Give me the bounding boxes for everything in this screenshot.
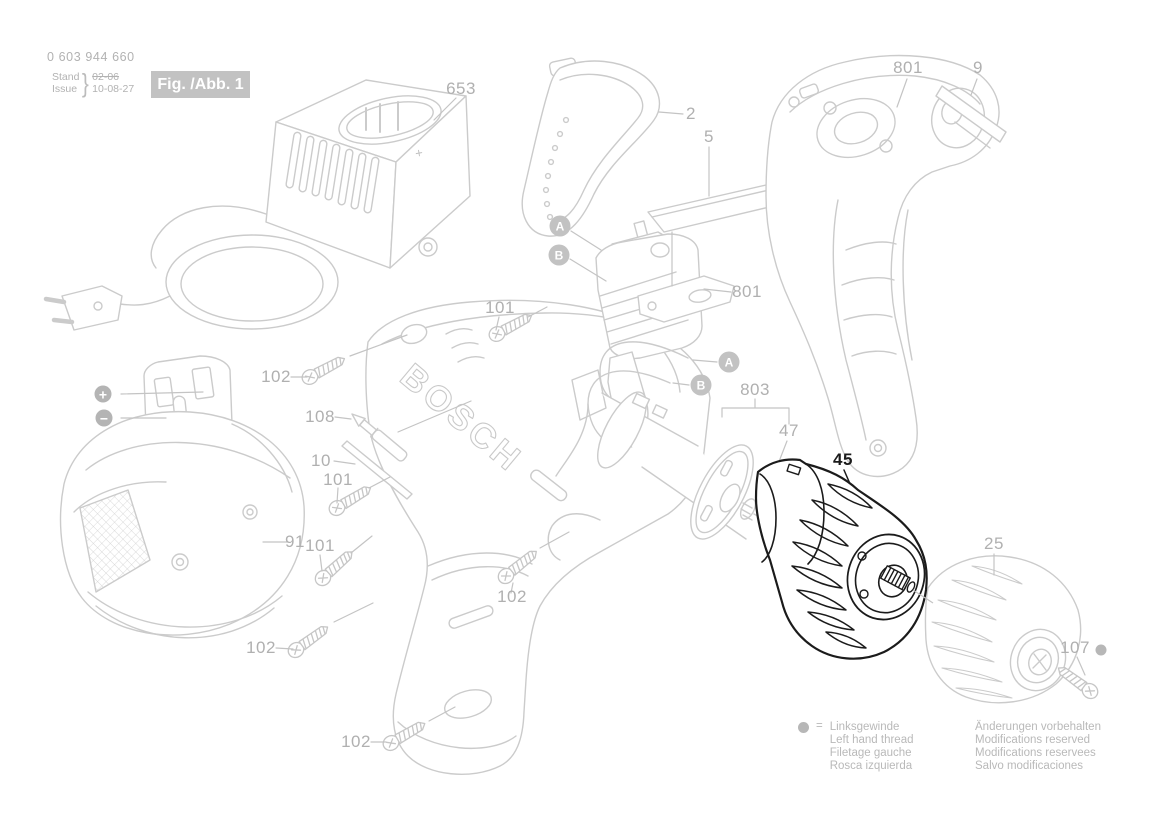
spindle-drawing xyxy=(880,565,911,592)
gearbox-drawing-highlighted xyxy=(754,458,928,660)
revision-new-date: 10-08-27 xyxy=(92,83,135,95)
left-hand-thread-dot-icon xyxy=(798,722,809,733)
screw-107-drawing xyxy=(1053,661,1102,703)
battery-plus-badge: + xyxy=(94,385,112,403)
revision-block: Stand Issue } 02-06 10-08-27 xyxy=(52,68,135,98)
callout-housing-right[interactable]: 801 xyxy=(893,58,923,77)
callout-switch[interactable]: 801 xyxy=(732,282,762,301)
callout-name-plate[interactable]: 9 xyxy=(973,58,983,77)
housing-left-drawing: BOSCH xyxy=(365,299,711,775)
revision-old-date: 02-06 xyxy=(92,71,119,83)
legend-modifications-line: Änderungen vorbehalten xyxy=(975,721,1101,733)
equals-sign: = xyxy=(816,720,823,732)
callout-chuck-screw[interactable]: 107 xyxy=(1060,638,1090,657)
depth-rod-drawing xyxy=(341,440,413,500)
housing-right-drawing xyxy=(765,54,1007,478)
motor-bracket xyxy=(721,398,790,425)
name-plate-drawing xyxy=(935,85,1007,143)
revision-brace: } xyxy=(82,68,90,98)
belt-clip-drawing xyxy=(521,57,661,237)
screw-102-left-drawing xyxy=(284,620,333,662)
switch-assembly-drawing xyxy=(571,220,735,437)
screwdriver-bit-drawing xyxy=(351,413,408,462)
callout-screw-upper-left[interactable]: 102 xyxy=(261,367,291,386)
callout-charger[interactable]: 653 xyxy=(446,79,476,98)
charger-plus-mark: + xyxy=(414,145,424,161)
connector-b-badge: B xyxy=(548,244,570,266)
callout-battery-pack[interactable]: 91 xyxy=(285,532,305,551)
legend-modifications-line: Modifications reserved xyxy=(975,734,1091,746)
connector-a-badge: A xyxy=(718,351,740,373)
callout-chuck[interactable]: 25 xyxy=(984,534,1004,553)
revision-issue-label: Issue xyxy=(52,83,78,95)
callout-screw-mid[interactable]: 101 xyxy=(323,470,353,489)
callout-clip[interactable]: 2 xyxy=(686,104,696,123)
legend-modifications-line: Modifications reservees xyxy=(975,747,1096,759)
document-part-number: 0 603 944 660 xyxy=(47,50,135,64)
battery-minus-badge: − xyxy=(95,409,113,427)
left-hand-thread-legend: = Linksgewinde Left hand thread Filetage… xyxy=(798,720,914,773)
legend-modifications-line: Salvo modificaciones xyxy=(975,760,1084,772)
chuck-drawing xyxy=(924,555,1082,704)
modifications-legend: Änderungen vorbehalten Modifications res… xyxy=(975,721,1101,773)
charger-drawing: + xyxy=(43,79,471,331)
spindle-axis-leader xyxy=(912,589,934,604)
motor-drawing xyxy=(555,341,772,540)
legend-left-thread-line: Filetage gauche xyxy=(829,747,912,759)
callout-depth-rod[interactable]: 10 xyxy=(311,451,331,470)
legend-left-thread-line: Left hand thread xyxy=(829,734,914,746)
callout-screw-top[interactable]: 101 xyxy=(485,298,515,317)
callout-cover-plate[interactable]: 5 xyxy=(704,127,714,146)
connector-a-badge: A xyxy=(549,215,571,237)
callout-screw-left[interactable]: 102 xyxy=(246,638,276,657)
callout-pinion[interactable]: 47 xyxy=(779,421,799,440)
connector-b-badge: B xyxy=(690,374,712,396)
figure-label: Fig. /Abb. 1 xyxy=(151,71,250,98)
callout-screw-base[interactable]: 102 xyxy=(341,732,371,751)
legend-left-thread-line: Rosca izquierda xyxy=(829,760,913,772)
leader-lines xyxy=(120,78,1086,743)
callout-screw-handle[interactable]: 102 xyxy=(497,587,527,606)
callout-screwdriver-bit[interactable]: 108 xyxy=(305,407,335,426)
legend-left-thread-line: Linksgewinde xyxy=(829,721,900,733)
callout-motor[interactable]: 803 xyxy=(740,380,770,399)
callout-screw-lower[interactable]: 101 xyxy=(305,536,335,555)
screw-102-upper-left-drawing xyxy=(298,351,349,388)
callout-gearbox-selected[interactable]: 45 xyxy=(833,450,853,469)
left-hand-thread-dot-icon xyxy=(1095,644,1107,656)
revision-stand-label: Stand xyxy=(52,71,80,83)
